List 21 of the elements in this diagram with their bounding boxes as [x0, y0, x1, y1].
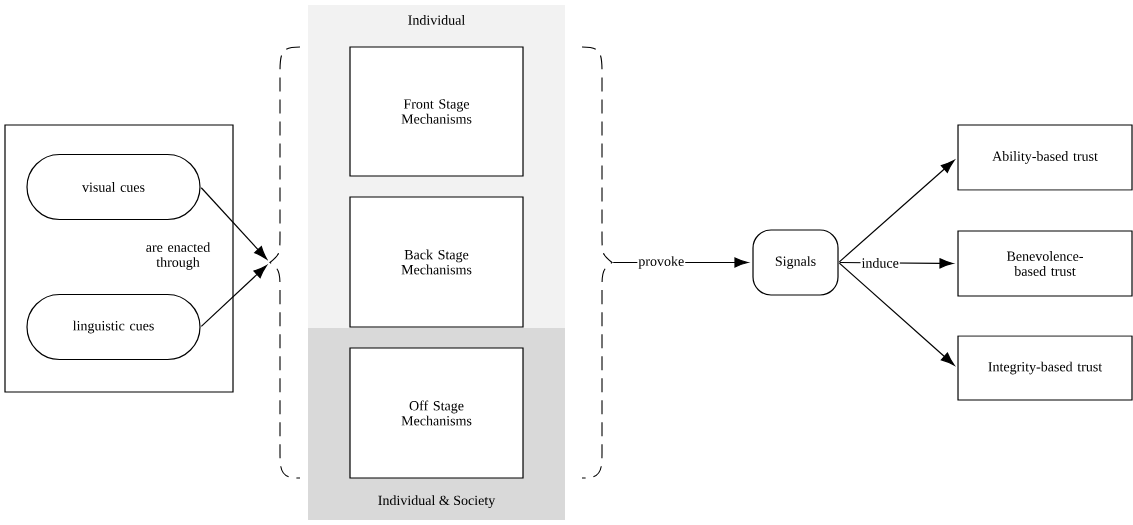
group-box: [4, 124, 234, 393]
arrow: [200, 265, 267, 327]
dashed-brace: [581, 46, 613, 479]
process-box: Front Stage Mechanisms: [349, 46, 524, 177]
arrow: [838, 262, 955, 366]
rounded-box: visual cues: [26, 153, 201, 221]
rounded-box: linguistic cues: [26, 293, 201, 361]
arrow: [200, 187, 268, 260]
rounded-box: Signals: [752, 229, 839, 296]
process-box: Off Stage Mechanisms: [349, 347, 524, 479]
band-label: Individual & Society: [378, 495, 496, 508]
process-box: Integrity-based trust: [957, 335, 1133, 401]
process-box: Back Stage Mechanisms: [349, 196, 524, 328]
band-label: Individual: [408, 15, 465, 25]
edge-label: induce: [860, 256, 900, 269]
arrow: [838, 160, 955, 263]
edge-label: provoke: [637, 255, 686, 270]
process-box: Ability-based trust: [957, 124, 1133, 191]
dashed-brace: [269, 46, 301, 479]
process-box: Benevolence-based trust: [957, 230, 1133, 297]
edge-label: are enacted through: [138, 241, 218, 271]
